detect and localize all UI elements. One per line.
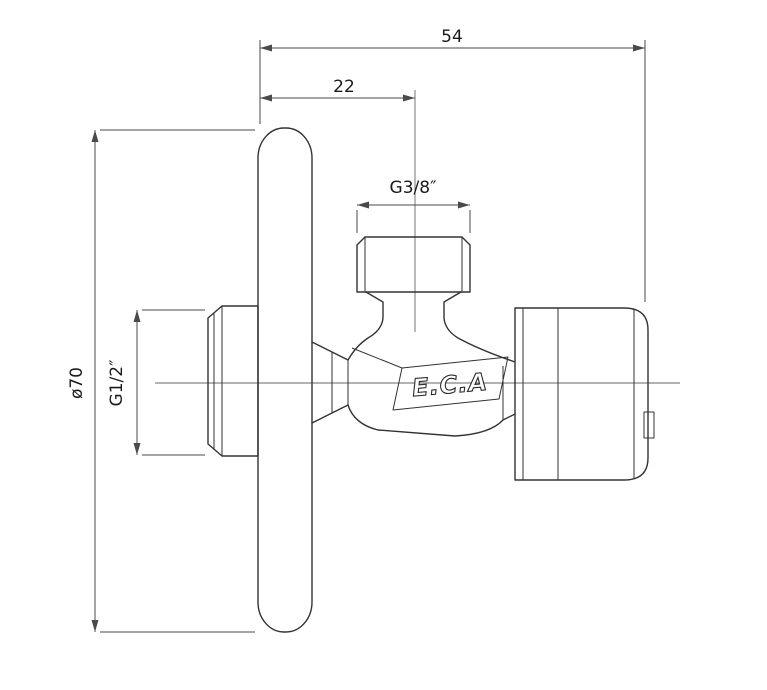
dimension-outlet-offset: 22 (260, 77, 415, 102)
neck-top (311, 341, 349, 361)
wall-flange (257, 127, 313, 633)
dim-side-thread-label: G1/2″ (107, 360, 127, 407)
body-left-profile (347, 291, 384, 361)
logo-plate (392, 356, 509, 411)
dim-top-thread-label: G3/8″ (390, 178, 437, 198)
handle-notch (643, 411, 655, 439)
dim-outlet-offset-label: 22 (333, 77, 355, 97)
dimension-side-thread: G1/2″ (107, 309, 205, 456)
body-right-profile (443, 291, 516, 363)
dimension-total-width: 54 (259, 27, 646, 302)
body-seam (351, 347, 403, 369)
neck-bottom (311, 404, 349, 424)
side-thread-block (207, 305, 259, 457)
dim-total-width-label: 54 (441, 27, 463, 47)
top-thread-block (356, 236, 471, 293)
body-bottom-profile (347, 404, 516, 437)
valve-body-group: E.C.A (207, 127, 655, 633)
dimension-flange-diameter: ø70 (67, 129, 255, 633)
handle-knob (514, 307, 649, 481)
dimension-top-thread: G3/8″ (356, 178, 471, 233)
brand-logo-text: E.C.A (411, 368, 489, 403)
dim-flange-diameter-label: ø70 (67, 367, 87, 399)
